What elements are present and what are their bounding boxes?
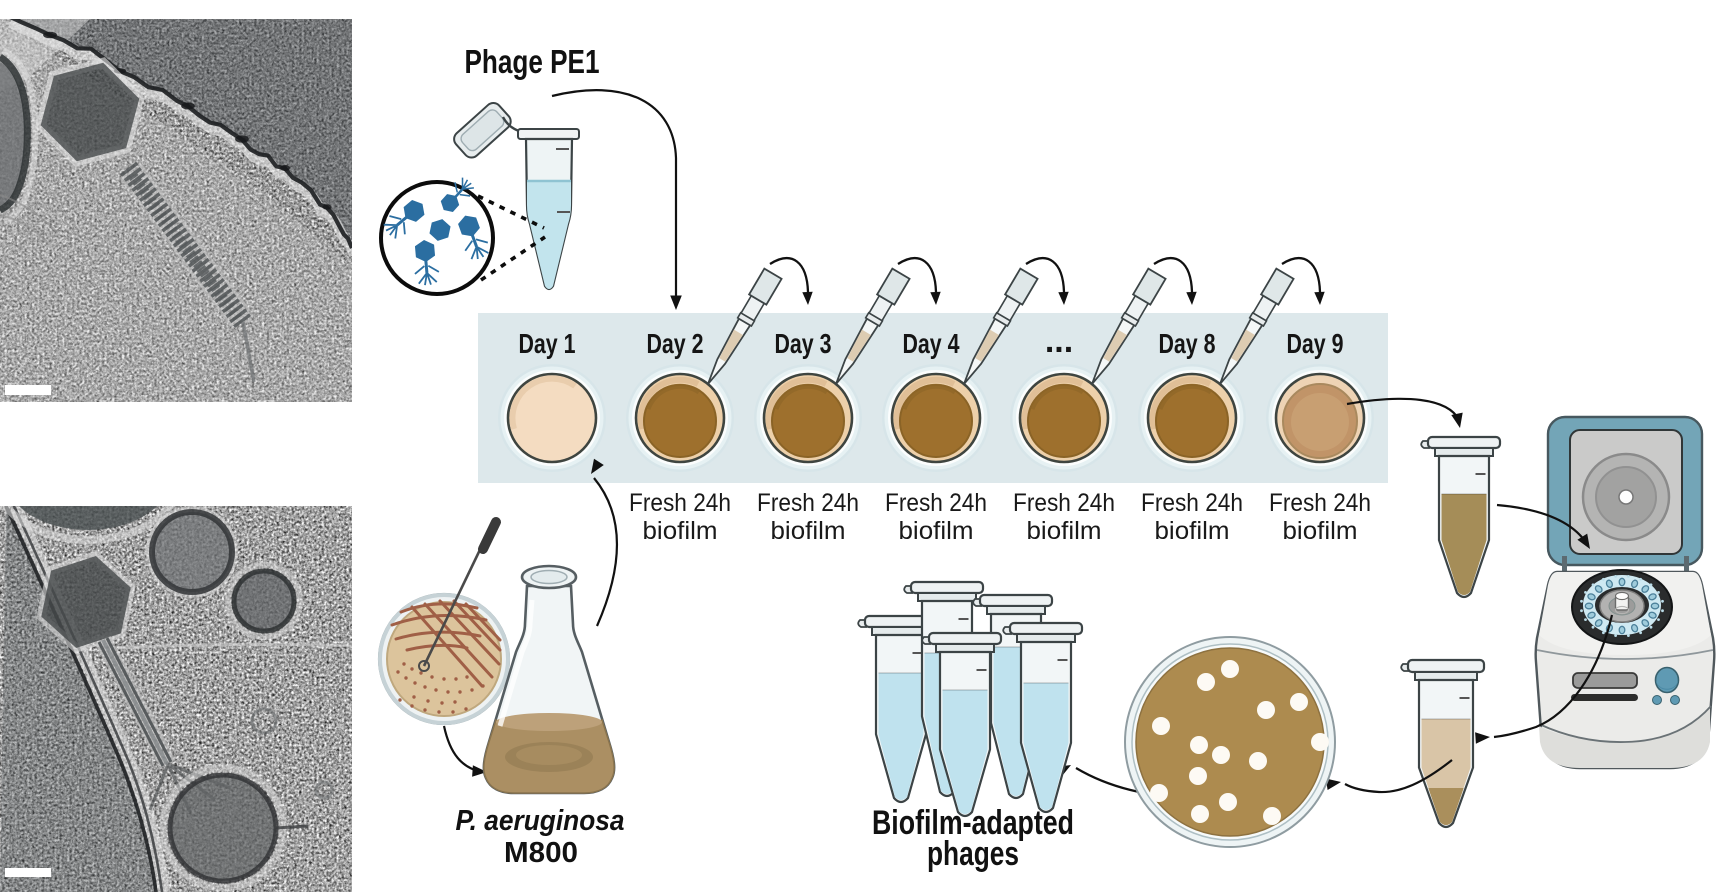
svg-text:biofilm: biofilm — [643, 517, 718, 545]
svg-text:Day 9: Day 9 — [1287, 328, 1344, 359]
svg-text:biofilm: biofilm — [1155, 517, 1230, 545]
svg-text:Day 8: Day 8 — [1159, 328, 1216, 359]
svg-text:Day 4: Day 4 — [903, 328, 960, 359]
svg-text:biofilm: biofilm — [1283, 517, 1358, 545]
svg-text:phages: phages — [927, 835, 1019, 873]
svg-text:...: ... — [1045, 322, 1073, 360]
svg-text:Fresh 24h: Fresh 24h — [1141, 489, 1243, 517]
svg-text:Biofilm-adapted: Biofilm-adapted — [872, 804, 1074, 842]
svg-text:Day 1: Day 1 — [519, 328, 576, 359]
svg-text:Fresh 24h: Fresh 24h — [1269, 489, 1371, 517]
svg-text:Fresh 24h: Fresh 24h — [629, 489, 731, 517]
svg-text:Fresh 24h: Fresh 24h — [757, 489, 859, 517]
svg-text:biofilm: biofilm — [899, 517, 974, 545]
svg-text:biofilm: biofilm — [1027, 517, 1102, 545]
svg-text:Fresh 24h: Fresh 24h — [1013, 489, 1115, 517]
svg-text:Fresh 24h: Fresh 24h — [885, 489, 987, 517]
svg-text:P. aeruginosa: P. aeruginosa — [456, 805, 625, 837]
svg-text:M800: M800 — [504, 837, 578, 869]
svg-text:Phage PE1: Phage PE1 — [465, 43, 600, 80]
svg-text:biofilm: biofilm — [771, 517, 846, 545]
svg-text:Day 3: Day 3 — [775, 328, 832, 359]
svg-text:Day 2: Day 2 — [647, 328, 704, 359]
